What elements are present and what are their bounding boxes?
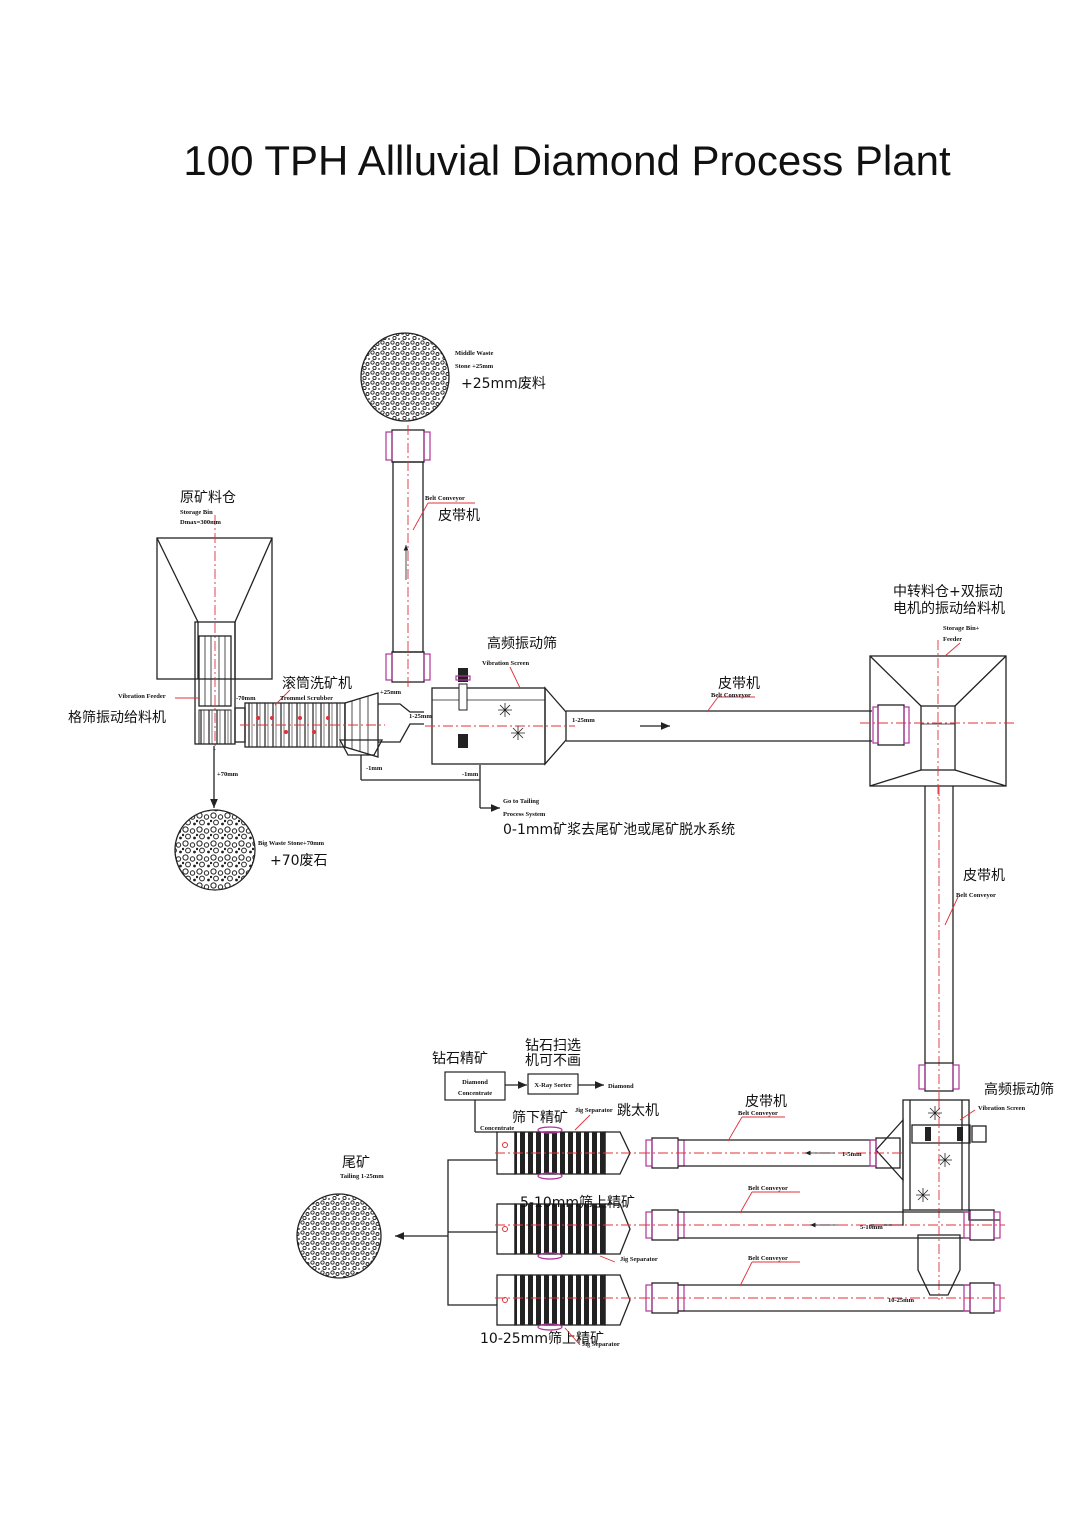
belt-conveyor-2-label-cn: 皮带机 <box>718 676 760 692</box>
storage-bin-label-en-2: Dmax=300mm <box>180 519 221 526</box>
undersize-concentrate-label-cn: 筛下精矿 <box>512 1110 568 1126</box>
belt-conveyor-vertical-1 <box>385 425 431 690</box>
xray-sorter-label-cn: 钻石扫选 <box>525 1038 581 1054</box>
middle-waste-label-en-2: Stone +25mm <box>455 363 494 370</box>
vibration-screen-2 <box>870 1099 1000 1300</box>
diamond-concentrate-box-label: Diamond <box>462 1079 488 1086</box>
diamond-output-label: Diamond <box>608 1083 634 1090</box>
big-waste-pile <box>174 809 256 891</box>
middle-waste-pile <box>360 332 450 422</box>
jig-separator-2-label-en: Jig Separator <box>620 1256 658 1263</box>
transfer-bin-label-en: Storage Bin+ <box>943 625 980 632</box>
belt-conveyor-vertical-3 <box>918 786 960 1100</box>
transfer-storage-bin <box>860 640 1015 800</box>
belt-conveyor-4-label-en: Belt Conveyor <box>738 1110 778 1117</box>
jig-separator-3 <box>495 1274 640 1331</box>
storage-bin-label-cn: 原矿料仓 <box>180 490 236 506</box>
belt-conveyor-3-label-en: Belt Conveyor <box>956 892 996 899</box>
belt-conveyor-10-25mm <box>640 1282 1005 1314</box>
tailing-system-label-cn: 0-1mm矿浆去尾矿池或尾矿脱水系统 <box>503 822 735 838</box>
trommel-label-en: Trommel Scrubber <box>280 695 333 702</box>
grizzly-vibration-feeder <box>194 621 236 745</box>
tailing-system-label-en: Go to Tailing <box>503 798 540 805</box>
size-minus70-label: -70mm <box>236 695 256 702</box>
xray-sorter-box <box>527 1073 579 1095</box>
transfer-bin-label-cn-2: 电机的振动给料机 <box>893 601 1005 617</box>
size-5-10-concentrate-label-cn: 5-10mm筛上精矿 <box>520 1195 635 1211</box>
transfer-bin-label-en-2: Feeder <box>943 636 962 643</box>
size-10-25-label: 10-25mm <box>888 1297 915 1304</box>
vibration-screen-1-label-en: Vibration Screen <box>482 660 530 667</box>
transfer-bin-label-cn: 中转料仓+双振动 <box>893 584 1003 600</box>
tailing-label-cn: 尾矿 <box>342 1155 370 1171</box>
vibration-screen-1 <box>425 668 575 766</box>
big-waste-label-cn: +70废石 <box>270 853 328 869</box>
vibration-feeder-label-cn: 格筛振动给料机 <box>68 710 166 726</box>
size-5-10-label: 5-10mm <box>860 1224 883 1231</box>
storage-bin-label-en: Storage Bin <box>180 509 213 516</box>
concentrate-label-en: Concentrate <box>480 1125 514 1132</box>
belt-conveyor-6-label-en: Belt Conveyor <box>748 1255 788 1262</box>
belt-conveyor-horizontal-2 <box>566 710 872 742</box>
belt-conveyor-4-label-cn: 皮带机 <box>745 1094 787 1110</box>
diamond-concentrate-box <box>444 1071 506 1101</box>
jig-separator-3-label-en: Jig Separator <box>582 1341 620 1348</box>
size-1-5-label: 1-5mm <box>842 1151 862 1158</box>
trommel-label-cn: 滚筒洗矿机 <box>282 675 352 692</box>
jig-label-cn: 跳太机 <box>617 1103 659 1119</box>
jig-separator-1-label-en: Jig Separator <box>575 1107 613 1114</box>
belt-conveyor-5-10mm <box>640 1209 1005 1241</box>
xray-sorter-box-label: X-Ray Sorter <box>534 1082 571 1089</box>
size-10-25-concentrate-label-cn: 10-25mm筛上精矿 <box>480 1331 604 1347</box>
vibration-screen-1-label-cn: 高频振动筛 <box>487 635 557 652</box>
size-minus1-label-b: -1mm <box>462 771 479 778</box>
belt-conveyor-1-label-en: Belt Conveyor <box>425 495 465 502</box>
tailing-system-label-en-2: Process System <box>503 811 546 818</box>
trommel-scrubber <box>234 692 424 780</box>
size-minus1-label-a: -1mm <box>366 765 383 772</box>
belt-conveyor-1-label-cn: 皮带机 <box>438 508 480 524</box>
size-1-25-label-b: 1-25mm <box>572 717 595 724</box>
size-plus25-label: +25mm <box>380 689 402 696</box>
belt-conveyor-5-label-en: Belt Conveyor <box>748 1185 788 1192</box>
belt-conveyor-3-label-cn: 皮带机 <box>963 868 1005 884</box>
size-1-25-label-a: 1-25mm <box>409 713 432 720</box>
jig-separator-1 <box>495 1126 640 1180</box>
vibration-screen-2-label-cn: 高频振动筛 <box>984 1081 1054 1098</box>
size-plus70-label: +70mm <box>217 771 239 778</box>
concentrate-lines <box>395 1100 497 1306</box>
jig-separator-2 <box>495 1203 640 1260</box>
page-title: 100 TPH Allluvial Diamond Process Plant <box>183 137 951 184</box>
vibration-screen-2-label-en: Vibration Screen <box>978 1105 1026 1112</box>
middle-waste-label-cn: +25mm废料 <box>461 376 546 392</box>
belt-conveyor-2-label-en: Belt Conveyor <box>711 692 751 699</box>
vibration-feeder-label-en: Vibration Feeder <box>118 693 166 700</box>
diamond-concentrate-label-cn: 钻石精矿 <box>432 1051 488 1067</box>
diamond-concentrate-box-label-2: Concentrate <box>458 1090 492 1097</box>
tailing-pile <box>296 1193 382 1279</box>
belt-conveyor-1-5mm <box>640 1137 905 1169</box>
tailing-label-en: Tailing 1-25mm <box>340 1173 384 1180</box>
big-waste-label-en: Big Waste Stone+70mm <box>258 840 325 847</box>
xray-sorter-label-cn-2: 机可不画 <box>525 1053 581 1069</box>
middle-waste-label-en: Middle Waste <box>455 350 493 357</box>
